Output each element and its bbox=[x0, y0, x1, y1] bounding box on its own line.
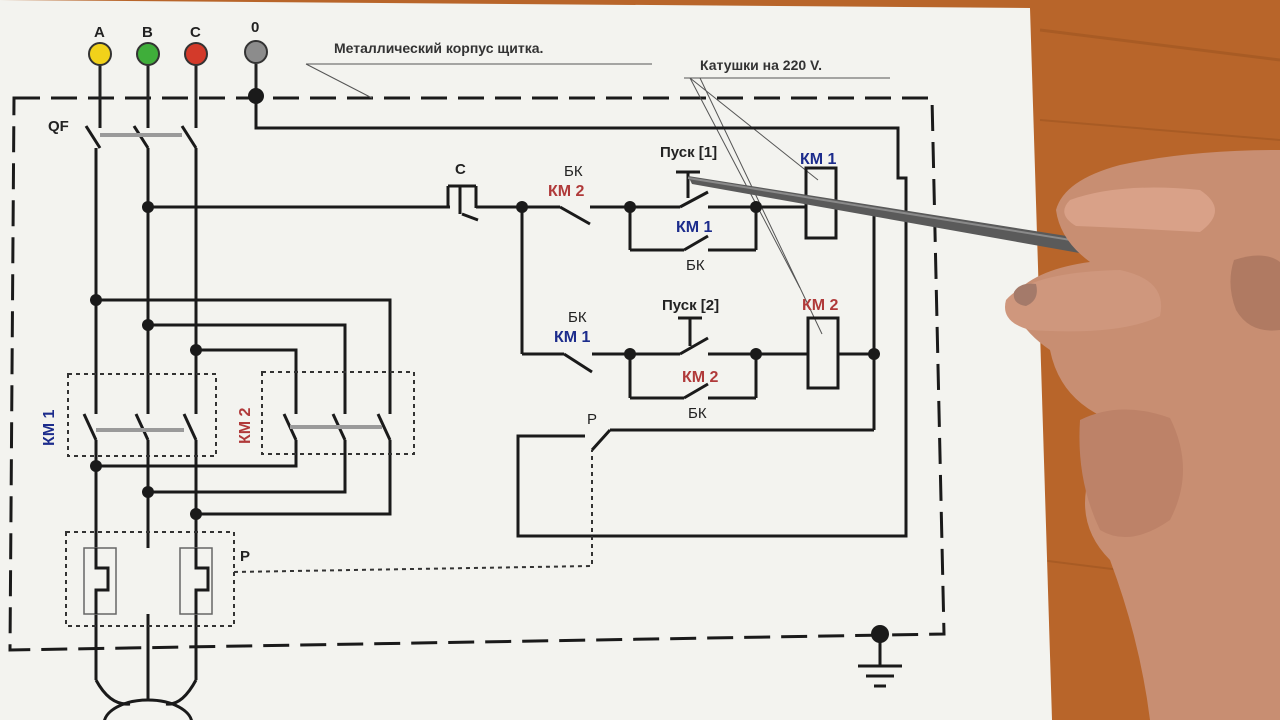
circuit-wires bbox=[82, 96, 908, 706]
thermal-relay-block bbox=[65, 531, 235, 627]
phase-a-label: A bbox=[94, 24, 105, 41]
neutral-lamp bbox=[244, 40, 268, 64]
enclosure-boundary bbox=[8, 96, 946, 652]
start2-label: Пуск [2] bbox=[662, 297, 719, 314]
breaker-label: QF bbox=[48, 118, 69, 135]
start1-label: Пуск [1] bbox=[660, 144, 717, 161]
dashed-blocks bbox=[65, 371, 593, 627]
interlock-top-label: БК bbox=[564, 163, 583, 180]
km1-block-label: КМ 1 bbox=[41, 409, 58, 446]
motor-symbol bbox=[103, 698, 193, 720]
interlock-top-name: КМ 2 bbox=[548, 183, 585, 200]
phase-b-lamp bbox=[136, 42, 160, 66]
neutral-label: 0 bbox=[251, 19, 259, 36]
phase-lamps: A B C 0 bbox=[88, 19, 268, 100]
phase-c-label: C bbox=[190, 24, 201, 41]
km1-block bbox=[67, 373, 217, 457]
hold2-name: КМ 2 bbox=[682, 369, 719, 386]
mechanical-links bbox=[96, 133, 382, 432]
relay-heater-label: Р bbox=[240, 548, 250, 565]
coil2-name: КМ 2 bbox=[802, 297, 839, 314]
hold1-label: БК bbox=[686, 257, 705, 274]
enclosure-note: Металлический корпус щитка. bbox=[334, 40, 543, 56]
coils-note: Катушки на 220 V. bbox=[700, 57, 822, 73]
km2-block bbox=[261, 371, 415, 455]
phase-c-lamp bbox=[184, 42, 208, 66]
thermal-heaters bbox=[83, 547, 213, 615]
interlock-bottom-label: БК bbox=[568, 309, 587, 326]
phase-b-label: B bbox=[142, 24, 153, 41]
hold1-name: КМ 1 bbox=[676, 219, 713, 236]
coil1-name: КМ 1 bbox=[800, 151, 837, 168]
phase-a-lamp bbox=[88, 42, 112, 66]
relay-contact-label: Р bbox=[587, 411, 597, 428]
hold2-label: БК bbox=[688, 405, 707, 422]
junction-dots bbox=[90, 88, 889, 643]
paper-sheet bbox=[0, 0, 1052, 720]
km2-block-label: КМ 2 bbox=[237, 407, 254, 444]
hand bbox=[1005, 150, 1280, 720]
stop-button-label: C bbox=[455, 161, 466, 178]
interlock-bottom-name: КМ 1 bbox=[554, 329, 591, 346]
